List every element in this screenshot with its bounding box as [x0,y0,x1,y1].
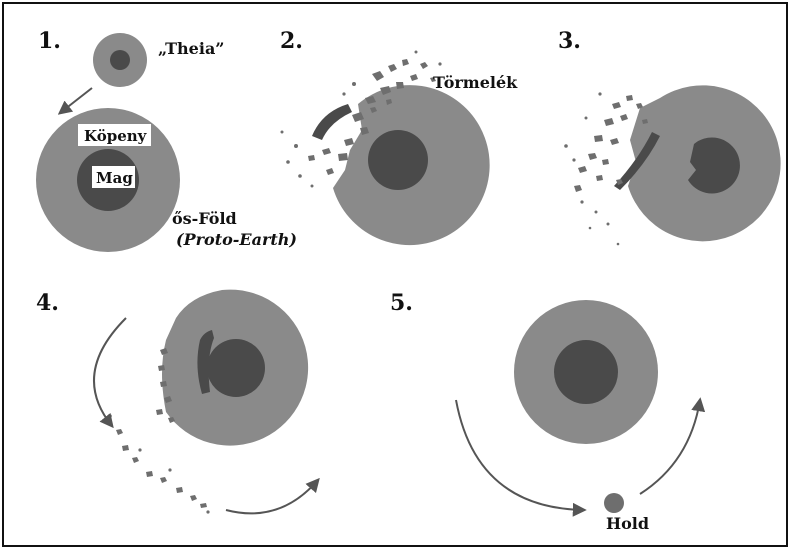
panel-3-number: 3. [558,28,581,54]
theia-approach-arrow [60,88,92,113]
proto-earth-english-label: (Proto-Earth) [176,230,297,249]
moon-label: Hold [606,514,649,533]
debris-label: Törmelék [433,73,518,92]
panel-5-number: 5. [390,290,413,316]
theia-label: „Theia” [158,39,225,58]
final-earth [514,300,658,444]
mantle-label: Köpeny [84,127,148,145]
orbit-arrow-4b [226,480,318,513]
impact-earth-2 [312,85,490,245]
impact-earth-4 [162,290,308,446]
panel-4-number: 4. [36,290,59,316]
panel-2-number: 2. [280,28,303,54]
panel-1-number: 1. [38,28,61,54]
theia-body [93,33,147,87]
core-label: Mag [96,169,133,187]
impact-earth-3 [614,85,781,241]
orbit-arrow-4a [94,318,126,426]
proto-earth-label: ős-Föld [172,209,237,228]
orbit-arrow-5b [640,400,700,494]
moon-body [604,493,624,513]
